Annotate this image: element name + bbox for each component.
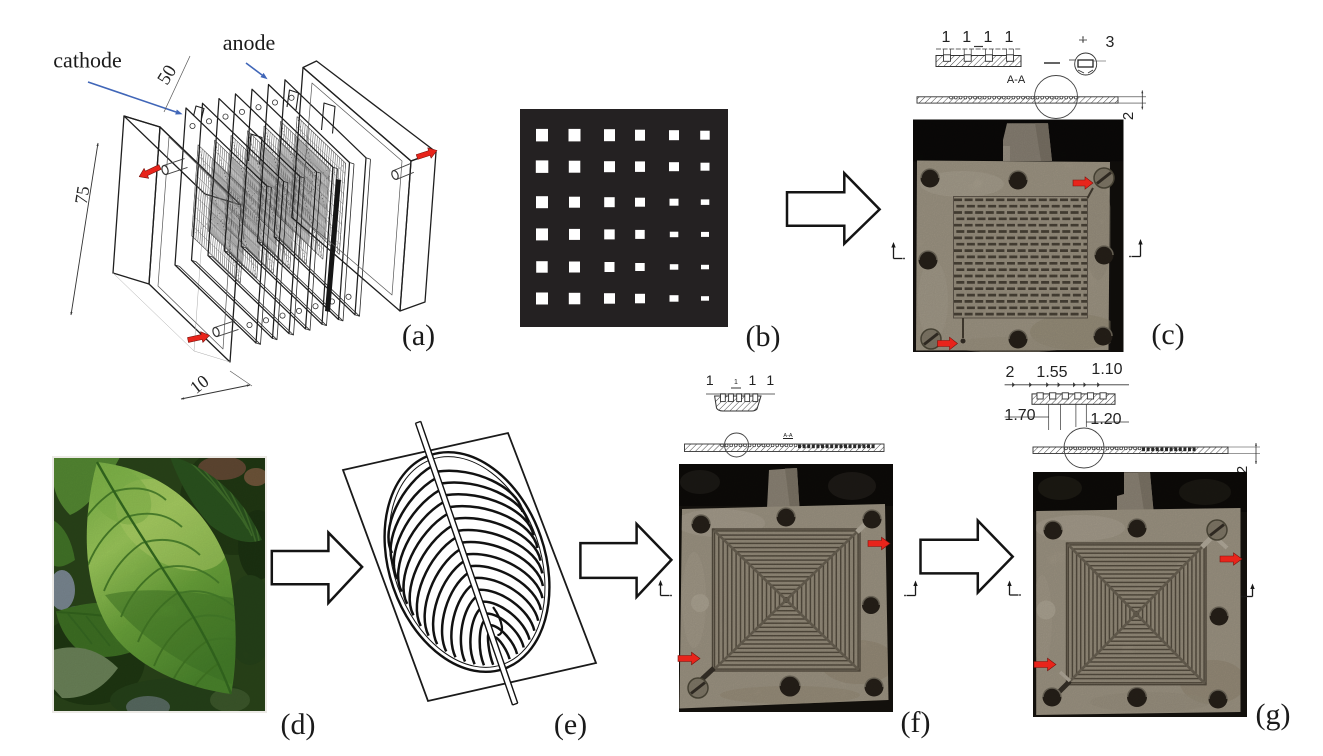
svg-text:1: 1 [942,29,951,46]
svg-text:2: 2 [1234,466,1251,474]
svg-text:cathode: cathode [53,48,121,73]
svg-text:2: 2 [1006,364,1015,381]
svg-text:(f): (f) [901,706,931,739]
svg-text:2: 2 [1120,112,1137,120]
svg-text:1: 1 [983,29,992,46]
svg-text:75: 75 [71,185,94,206]
svg-text:(e): (e) [554,708,587,741]
svg-text:anode: anode [223,30,276,55]
svg-text:A-A: A-A [783,433,793,439]
svg-text:1: 1 [1005,29,1014,46]
svg-text:A-A: A-A [1007,74,1026,86]
svg-text:(g): (g) [1256,698,1291,731]
svg-text:1: 1 [749,372,757,388]
svg-text:(b): (b) [746,320,781,353]
svg-text:1: 1 [766,372,774,388]
svg-text:1.20: 1.20 [1090,411,1121,428]
svg-text:1.70: 1.70 [1004,407,1035,424]
svg-text:1: 1 [734,379,738,386]
svg-text:(a): (a) [402,319,435,352]
svg-text:1.10: 1.10 [1091,361,1122,378]
svg-text:(c): (c) [1151,318,1184,351]
svg-text:(d): (d) [281,708,316,741]
svg-text:3: 3 [1106,34,1115,51]
svg-text:1: 1 [706,372,714,388]
svg-text:1.55: 1.55 [1036,364,1067,381]
svg-text:1: 1 [962,29,971,46]
